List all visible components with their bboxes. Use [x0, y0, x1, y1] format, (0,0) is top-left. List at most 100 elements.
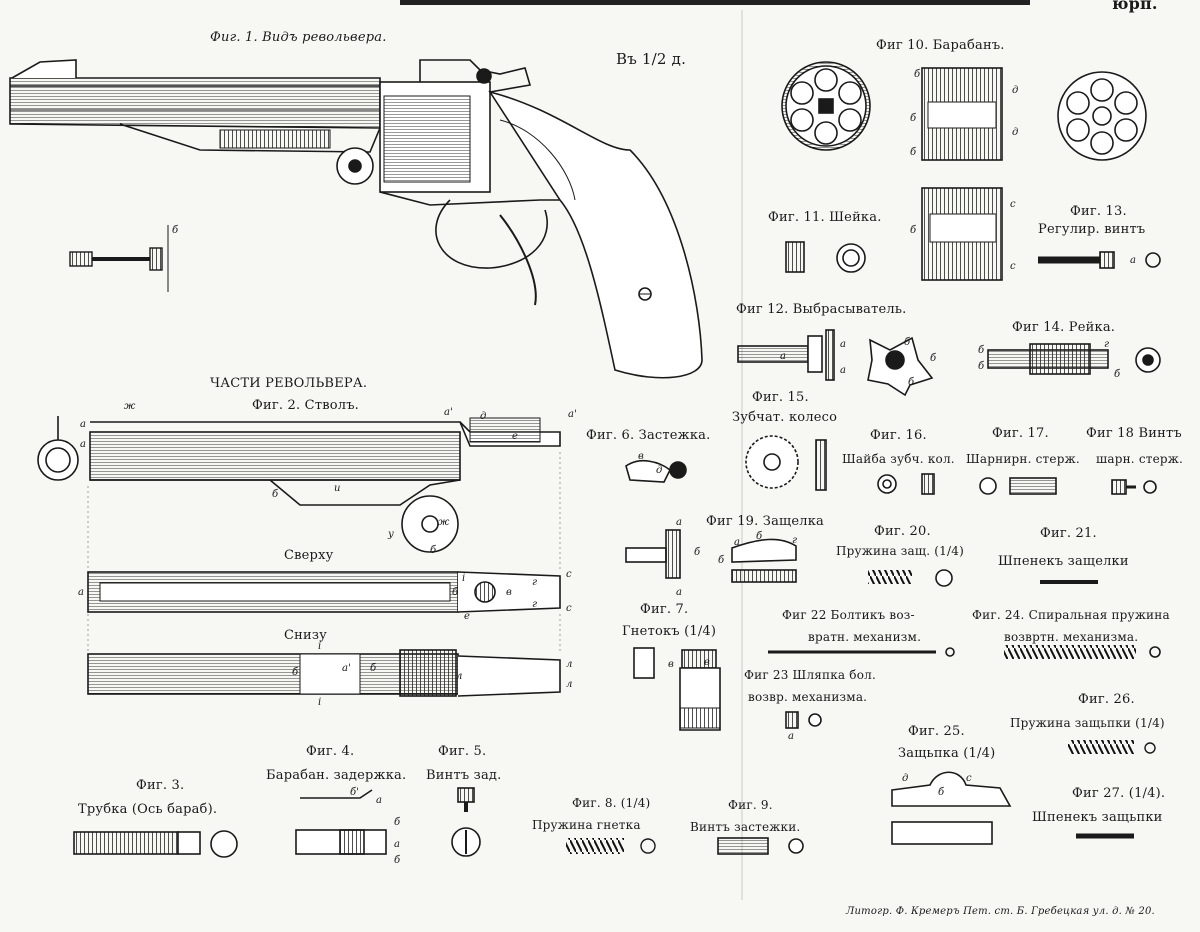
fig6-clasp-drawing: [625, 459, 687, 483]
ref-letter: б: [910, 225, 917, 236]
top-view-title: Сверху: [284, 548, 334, 563]
ref-letter: е: [512, 431, 518, 442]
ref-letter: а: [840, 365, 846, 376]
ref-letter: а: [78, 587, 84, 598]
fig13-adjusting-screw-drawing: [1038, 251, 1161, 269]
fig8-title: Фиг. 8. (1/4): [572, 796, 651, 810]
fig5-stop-screw-drawing: [451, 787, 481, 857]
ref-letter: г: [1104, 339, 1110, 350]
ref-letter: л: [566, 679, 573, 690]
fig4-title: Фиг. 4.: [306, 744, 355, 759]
fig13-caption: Регулир. винтъ: [1038, 222, 1146, 237]
fig6-title: Фиг. 6. Застежка.: [586, 428, 711, 443]
parts-heading: ЧАСТИ РЕВОЛЬВЕРА.: [210, 376, 368, 391]
ref-letter: л: [456, 671, 463, 682]
fig4-cylinder-stop-drawing: [295, 789, 387, 855]
fig16-caption: Шайба зубч. кол.: [842, 452, 955, 466]
ref-letter: ж: [124, 401, 136, 412]
fig3-title: Фиг. 3.: [136, 778, 185, 793]
ref-letter: ж: [438, 517, 450, 528]
fig11-neck-drawing: [785, 241, 866, 273]
ref-letter: б: [910, 147, 917, 158]
ref-letter: б: [978, 345, 985, 356]
ref-letter: а: [840, 339, 846, 350]
fig27-title: Фиг 27. (1/4).: [1072, 786, 1166, 801]
fig11-title: Фиг. 11. Шейка.: [768, 210, 882, 225]
fig24-title: Фиг. 24. Спиральная пружина: [972, 608, 1170, 622]
ref-letter: б: [718, 555, 725, 566]
fig25-title: Фиг. 25.: [908, 724, 965, 739]
lithographer-credit: Литогр. Ф. Кремеръ Пет. ст. Б. Гребецкая…: [846, 906, 1155, 917]
ref-letter: б: [930, 353, 937, 364]
fig12-title: Фиг 12. Выбрасыватель.: [736, 302, 907, 317]
fig7-title: Фиг. 7.: [640, 602, 689, 617]
fig16-title: Фиг. 16.: [870, 428, 927, 443]
ref-letter: а: [1130, 255, 1136, 266]
ref-letter: б: [430, 545, 437, 556]
fig1-screw-detail: [69, 225, 169, 292]
fig25-caption: Защьпка (1/4): [898, 746, 996, 761]
fig17-caption: Шарнирн. стерж.: [966, 452, 1080, 466]
fig12-ejector-drawing: [737, 329, 934, 397]
fig15-caption: Зубчат. колесо: [732, 410, 838, 425]
ref-letter: а': [568, 409, 577, 420]
ref-letter: д: [1012, 85, 1019, 96]
fig14-rack-drawing: [987, 343, 1161, 375]
ref-letter: б: [370, 663, 377, 674]
fig22-caption: вратн. механизм.: [808, 630, 922, 644]
ref-letter: б: [756, 531, 763, 542]
ref-letter: в: [704, 657, 710, 668]
ref-letter: а': [444, 407, 453, 418]
fig3-tube-drawing: [73, 830, 238, 858]
fig26-title: Фиг. 26.: [1078, 692, 1135, 707]
bottom-view-title: Снизу: [284, 628, 328, 643]
ref-letter: а: [780, 351, 786, 362]
fig8-caption: Пружина гнетка: [532, 818, 641, 832]
ref-letter: і: [462, 573, 466, 584]
fig18-title: Фиг 18 Винтъ: [1086, 426, 1182, 441]
fig22-24-bolt-spring-drawing: [768, 645, 1161, 659]
ref-letter: б: [394, 855, 401, 866]
ref-letter: с: [966, 773, 972, 784]
ref-letter: д: [480, 411, 487, 422]
ref-letter: г: [532, 599, 538, 610]
ref-letter: б: [172, 225, 179, 236]
ref-letter: у: [388, 529, 394, 540]
ref-letter: а: [676, 587, 682, 598]
ref-letter: д: [656, 465, 663, 476]
ref-letter: с: [1010, 199, 1016, 210]
fig19-title: Фиг 19. Защелка: [706, 514, 824, 529]
ref-letter: б': [350, 787, 359, 798]
fig7-caption: Гнетокъ (1/4): [622, 624, 717, 639]
ref-letter: б: [452, 587, 459, 598]
ref-letter: а: [80, 439, 86, 450]
ref-letter: б: [272, 489, 279, 500]
fig9-clasp-screw-drawing: [717, 837, 804, 855]
fig17-title: Фиг. 17.: [992, 426, 1049, 441]
ref-letter: г: [532, 577, 538, 588]
fig2-barrel-drawing: [37, 416, 561, 553]
fig20-title: Фиг. 20.: [874, 524, 931, 539]
fig9-caption: Винтъ застежки.: [690, 820, 801, 834]
fig23-caption: возвр. механизма.: [748, 690, 868, 704]
fig25-catch-drawing: [891, 771, 1012, 845]
fig1-revolver-drawing: [9, 59, 703, 379]
fig15-gear-drawing: [745, 435, 827, 491]
ref-letter: u: [334, 483, 341, 494]
fig1-title: Фиг. 1. Видъ револьвера.: [210, 30, 387, 45]
fig15-title: Фиг. 15.: [752, 390, 809, 405]
fig16-18-small-parts-drawing: [877, 473, 1157, 495]
barrel-top-view-drawing: [87, 571, 561, 613]
ref-letter: б: [938, 787, 945, 798]
fig10-title: Фиг 10. Барабанъ.: [876, 38, 1005, 53]
ref-letter: г: [792, 535, 798, 546]
ref-letter: б: [904, 337, 911, 348]
fig3-caption: Трубка (Ось бараб).: [78, 802, 218, 817]
fig20-caption: Пружина защ. (1/4): [836, 544, 964, 558]
ref-letter: с: [566, 603, 572, 614]
fig26-caption: Пружина защьпки (1/4): [1010, 716, 1165, 730]
ref-letter: а: [788, 731, 794, 742]
top-edge-band: [400, 0, 1030, 5]
fig8-trigger-spring-drawing: [566, 838, 656, 854]
